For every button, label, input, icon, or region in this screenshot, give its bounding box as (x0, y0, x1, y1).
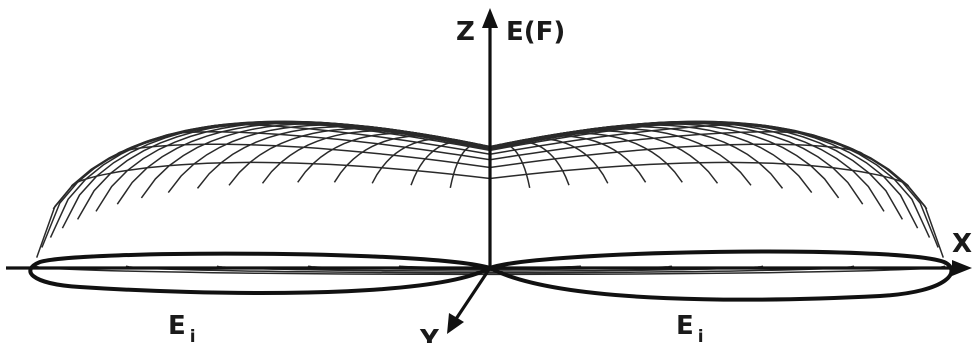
left-lobe-label-main: E (168, 311, 186, 341)
x-axis-arrowhead (952, 260, 972, 276)
mesh-base-ring (34, 265, 946, 276)
right-lobe (485, 249, 954, 302)
left-lobe-label-sub: i (190, 327, 196, 343)
right-lobe-label-main: E (676, 311, 694, 341)
wireframe-dome (34, 120, 946, 276)
x-axis-label: X (952, 229, 972, 259)
y-axis-arrowhead (447, 313, 464, 334)
left-lobe (28, 251, 496, 295)
y-axis (450, 267, 492, 326)
y-axis-label: Y (419, 325, 440, 343)
mesh-meridian (196, 125, 491, 189)
mesh-meridian (489, 125, 784, 189)
xy-plane-lobes (28, 249, 954, 302)
axes (6, 8, 972, 334)
z-axis-arrowhead (482, 8, 498, 28)
mesh-meridian (489, 124, 813, 194)
z-axis-label: Z (456, 17, 475, 47)
e-f-axis-label: E(F) (506, 17, 565, 47)
mesh-meridian (167, 124, 491, 194)
right-lobe-label-sub: i (698, 327, 704, 343)
